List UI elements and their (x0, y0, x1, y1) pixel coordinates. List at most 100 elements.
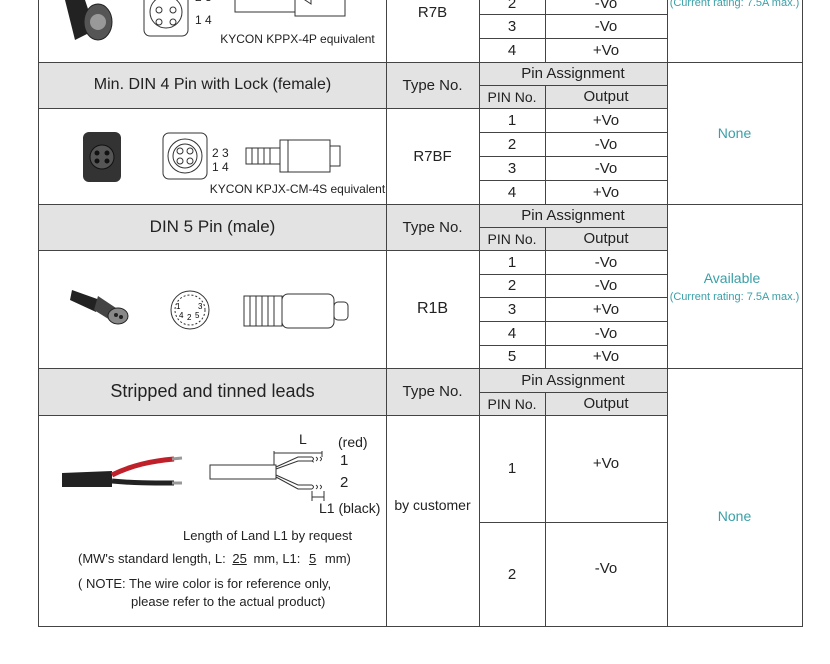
connector-plug-icon (65, 0, 113, 41)
pin-output: -Vo (594, 0, 618, 12)
type-no-by-customer: by customer (394, 497, 471, 513)
pin-no: 4 (507, 324, 517, 342)
pin-label-bottom: 1 4 (212, 160, 229, 174)
table-border (479, 227, 667, 228)
pin-no: 2 (507, 135, 517, 153)
type-no-header: Type No. (402, 383, 463, 400)
pin-no: 4 (507, 41, 517, 59)
pin-output: -Vo (594, 324, 618, 342)
output-header: Output (583, 395, 629, 412)
lead-label-red: (red) (338, 434, 368, 450)
pin-output: +Vo (592, 111, 620, 129)
din5-face-icon: 1 3 4 2 5 (170, 290, 210, 330)
section-header-bg (39, 368, 386, 415)
type-no-r7bf: R7BF (413, 147, 452, 165)
din-socket-icon (143, 0, 189, 37)
table-border (479, 180, 667, 181)
stripped-leads-photo-icon (62, 456, 183, 487)
pin-no: 5 (507, 348, 517, 365)
table-border (38, 250, 667, 251)
table-border (38, 108, 667, 109)
pin-header-bg (479, 368, 667, 415)
note-line-4: please refer to the actual product) (131, 594, 326, 609)
pin-output: -Vo (594, 253, 618, 271)
svg-text:2: 2 (187, 313, 192, 322)
svg-text:3: 3 (198, 302, 203, 311)
pin-assignment-header: Pin Assignment (521, 207, 625, 224)
table-border (479, 0, 480, 627)
table-border (479, 345, 667, 346)
pin-output: -Vo (594, 277, 618, 294)
type-header-bg (386, 204, 479, 250)
remote-value: None (717, 508, 752, 524)
output-header: Output (583, 88, 629, 105)
table-border (667, 0, 668, 627)
pin-assignment-header: Pin Assignment (521, 371, 625, 389)
pin-output: +Vo (592, 183, 620, 201)
plug-side-icon (234, 0, 346, 17)
connector-note: KYCON KPJX-CM-4S equivalent (209, 182, 386, 196)
remote-value: None (717, 125, 752, 141)
pin-no: 2 (507, 566, 517, 583)
pin-no: 3 (507, 17, 517, 35)
table-border (479, 132, 667, 133)
section-header-bg (39, 62, 386, 108)
section-title: Stripped and tinned leads (110, 381, 315, 401)
type-no-header: Type No. (402, 218, 463, 236)
note-line-2a: (MW's standard length, L: (78, 551, 226, 566)
output-header: Output (583, 230, 629, 247)
section-title: Min. DIN 4 Pin with Lock (female) (93, 76, 332, 93)
pin-output: -Vo (594, 135, 618, 153)
type-header-bg (386, 368, 479, 415)
pin-no-header: PIN No. (487, 230, 537, 247)
table-border (545, 0, 546, 62)
type-no-r7b: R7B (417, 3, 448, 21)
table-border (479, 38, 667, 39)
remote-note: (Current rating: 7.5A max.) (669, 291, 800, 303)
pin-output: +Vo (592, 300, 620, 318)
type-no-header: Type No. (402, 76, 463, 94)
note-line-2b: 25 (232, 551, 247, 566)
pin-label-bottom: 1 4 (195, 13, 212, 27)
table-border (386, 0, 387, 627)
table-border (479, 392, 667, 393)
din-socket-icon (162, 132, 208, 180)
table-border (38, 62, 803, 63)
table-border (38, 415, 667, 416)
pin-no: 1 (507, 253, 517, 271)
pin-assignment-header: Pin Assignment (521, 65, 625, 82)
pin-output: -Vo (594, 17, 618, 35)
table-border (479, 156, 667, 157)
pin-no-header: PIN No. (487, 395, 537, 412)
type-no-r1b: R1B (416, 300, 449, 317)
section-header-bg (39, 204, 386, 250)
remote-value: Available (703, 270, 761, 286)
table-border (479, 522, 667, 523)
pin-output: +Vo (592, 455, 620, 472)
pin-output: -Vo (594, 560, 618, 577)
table-border (38, 368, 803, 369)
svg-text:4: 4 (179, 311, 184, 320)
pin-no: 1 (507, 111, 517, 129)
table-border (479, 14, 667, 15)
pin-output: -Vo (594, 159, 618, 177)
din5-plug-side-icon (243, 293, 349, 329)
table-border (479, 321, 667, 322)
lead-label-2: 2 (340, 474, 349, 491)
note-line-2e: mm) (324, 551, 351, 566)
pin-label-top: 2 3 (212, 146, 229, 160)
section-title: DIN 5 Pin (male) (149, 217, 276, 236)
pin-no: 2 (507, 277, 517, 294)
table-border (802, 0, 803, 627)
pin-output: +Vo (592, 41, 620, 59)
table-border (545, 392, 546, 627)
pin-no: 2 (507, 0, 517, 12)
din5-plug-icon (70, 290, 129, 325)
pin-output: +Vo (592, 348, 620, 365)
pin-no: 4 (507, 183, 517, 201)
note-line-1: Length of Land L1 by request (183, 528, 353, 543)
plug-side-icon (245, 139, 341, 173)
note-line-2: (MW's standard length, L: 25 mm, L1: 5 m… (78, 551, 351, 566)
table-border (479, 274, 667, 275)
note-line-2c: mm, L1: (253, 551, 301, 566)
